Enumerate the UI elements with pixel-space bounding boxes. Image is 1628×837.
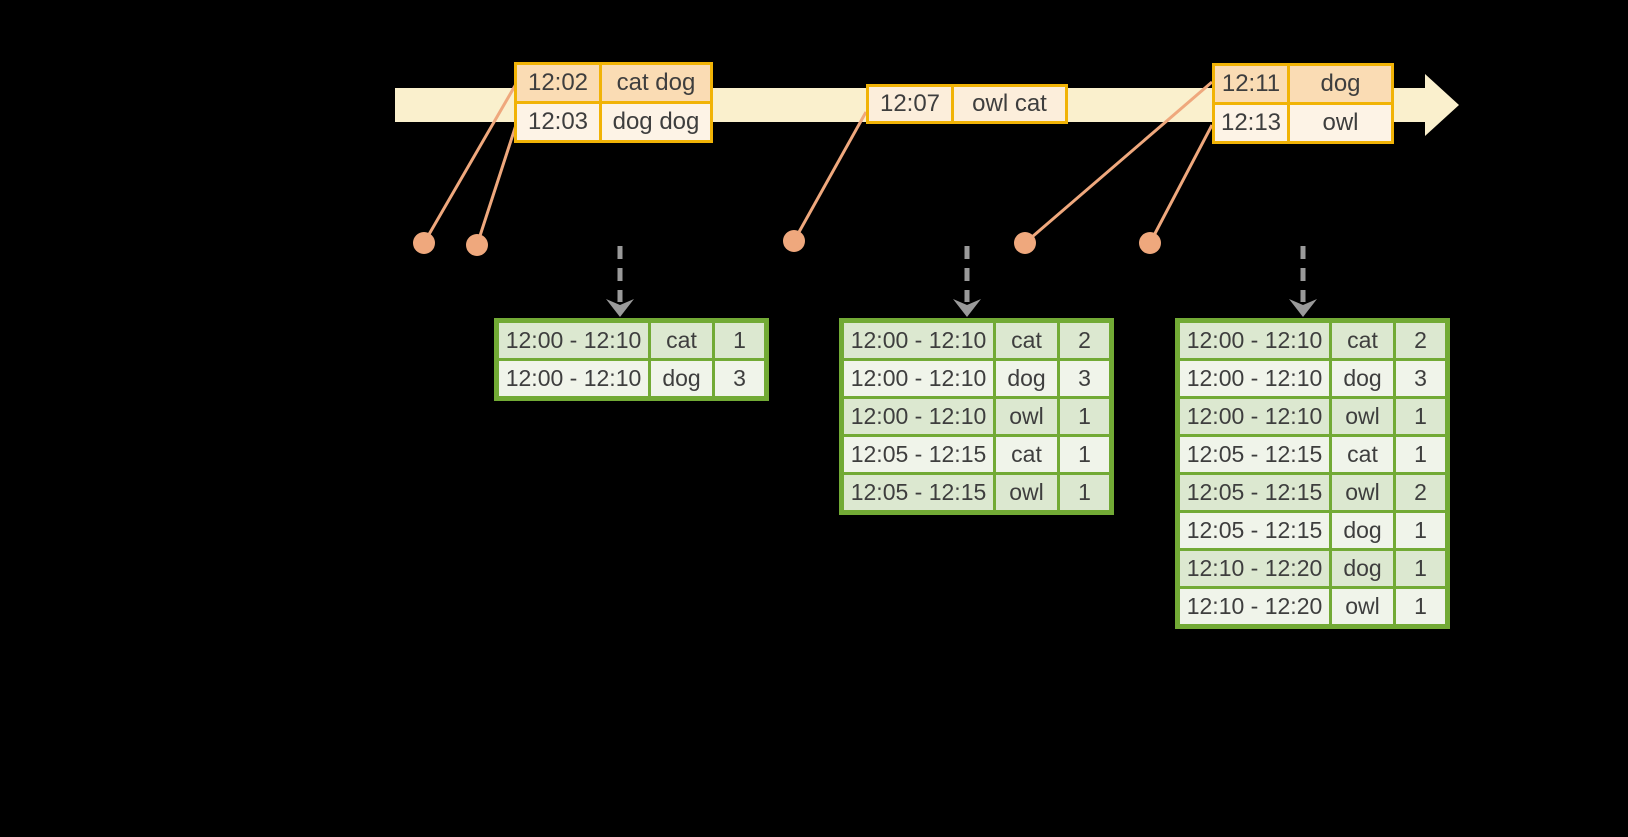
event-words: dog (1290, 66, 1391, 102)
event-box-3: 12:11 dog 12:13 owl (1212, 63, 1394, 144)
cell-count: 1 (1057, 434, 1113, 475)
cell-count: 1 (1057, 396, 1113, 437)
cell-count: 2 (1393, 319, 1449, 361)
event-words: owl cat (954, 87, 1065, 121)
event-time: 12:11 (1215, 66, 1287, 102)
cell-word: cat (1329, 434, 1396, 475)
event-box-2: 12:07 owl cat (866, 84, 1068, 124)
cell-word: owl (1329, 472, 1396, 513)
cell-word: owl (1329, 586, 1396, 628)
event-time: 12:03 (517, 104, 599, 140)
cell-count: 1 (1393, 434, 1449, 475)
cell-window: 12:05 - 12:15 (1176, 434, 1332, 475)
cell-word: cat (993, 434, 1060, 475)
cell-word: dog (1329, 358, 1396, 399)
timeline-arrowhead-icon (1425, 74, 1459, 136)
cell-window: 12:00 - 12:10 (840, 319, 996, 361)
event-dot (783, 230, 805, 252)
event-words: cat dog (602, 65, 710, 101)
trigger-arrow-icon (1289, 246, 1317, 317)
cell-count: 3 (712, 358, 768, 400)
cell-word: owl (993, 396, 1060, 437)
cell-count: 3 (1057, 358, 1113, 399)
cell-count: 1 (712, 319, 768, 361)
cell-count: 2 (1057, 319, 1113, 361)
cell-window: 12:00 - 12:10 (495, 319, 651, 361)
cell-count: 1 (1393, 586, 1449, 628)
cell-word: dog (648, 358, 715, 400)
cell-window: 12:05 - 12:15 (1176, 510, 1332, 551)
cell-window: 12:10 - 12:20 (1176, 548, 1332, 589)
event-dot (466, 234, 488, 256)
cell-window: 12:00 - 12:10 (1176, 396, 1332, 437)
cell-count: 1 (1393, 396, 1449, 437)
cell-count: 2 (1393, 472, 1449, 513)
event-time: 12:13 (1215, 105, 1287, 141)
cell-window: 12:05 - 12:15 (840, 434, 996, 475)
cell-word: cat (993, 319, 1060, 361)
cell-window: 12:05 - 12:15 (840, 472, 996, 514)
cell-word: dog (993, 358, 1060, 399)
cell-word: owl (993, 472, 1060, 514)
cell-word: owl (1329, 396, 1396, 437)
event-words: owl (1290, 105, 1391, 141)
cell-window: 12:05 - 12:15 (1176, 472, 1332, 513)
event-connector-line (792, 111, 868, 242)
trigger-arrow-icon (953, 246, 981, 317)
cell-count: 1 (1393, 548, 1449, 589)
cell-count: 1 (1393, 510, 1449, 551)
event-connector-line (422, 83, 518, 244)
cell-window: 12:00 - 12:10 (1176, 319, 1332, 361)
event-connector-line (475, 124, 518, 246)
event-dot (1014, 232, 1036, 254)
cell-word: cat (1329, 319, 1396, 361)
trigger-arrow-icon (606, 246, 634, 317)
event-time: 12:02 (517, 65, 599, 101)
cell-count: 3 (1393, 358, 1449, 399)
cell-word: cat (648, 319, 715, 361)
event-words: dog dog (602, 104, 710, 140)
event-box-1: 12:02 cat dog 12:03 dog dog (514, 62, 713, 143)
cell-window: 12:10 - 12:20 (1176, 586, 1332, 628)
cell-window: 12:00 - 12:10 (840, 396, 996, 437)
cell-window: 12:00 - 12:10 (840, 358, 996, 399)
event-dot (1139, 232, 1161, 254)
event-time: 12:07 (869, 87, 951, 121)
cell-count: 1 (1057, 472, 1113, 514)
cell-window: 12:00 - 12:10 (495, 358, 651, 400)
cell-window: 12:00 - 12:10 (1176, 358, 1332, 399)
event-connector-line (1024, 80, 1213, 245)
cell-word: dog (1329, 548, 1396, 589)
event-dot (413, 232, 435, 254)
event-connector-line (1148, 124, 1214, 244)
cell-word: dog (1329, 510, 1396, 551)
